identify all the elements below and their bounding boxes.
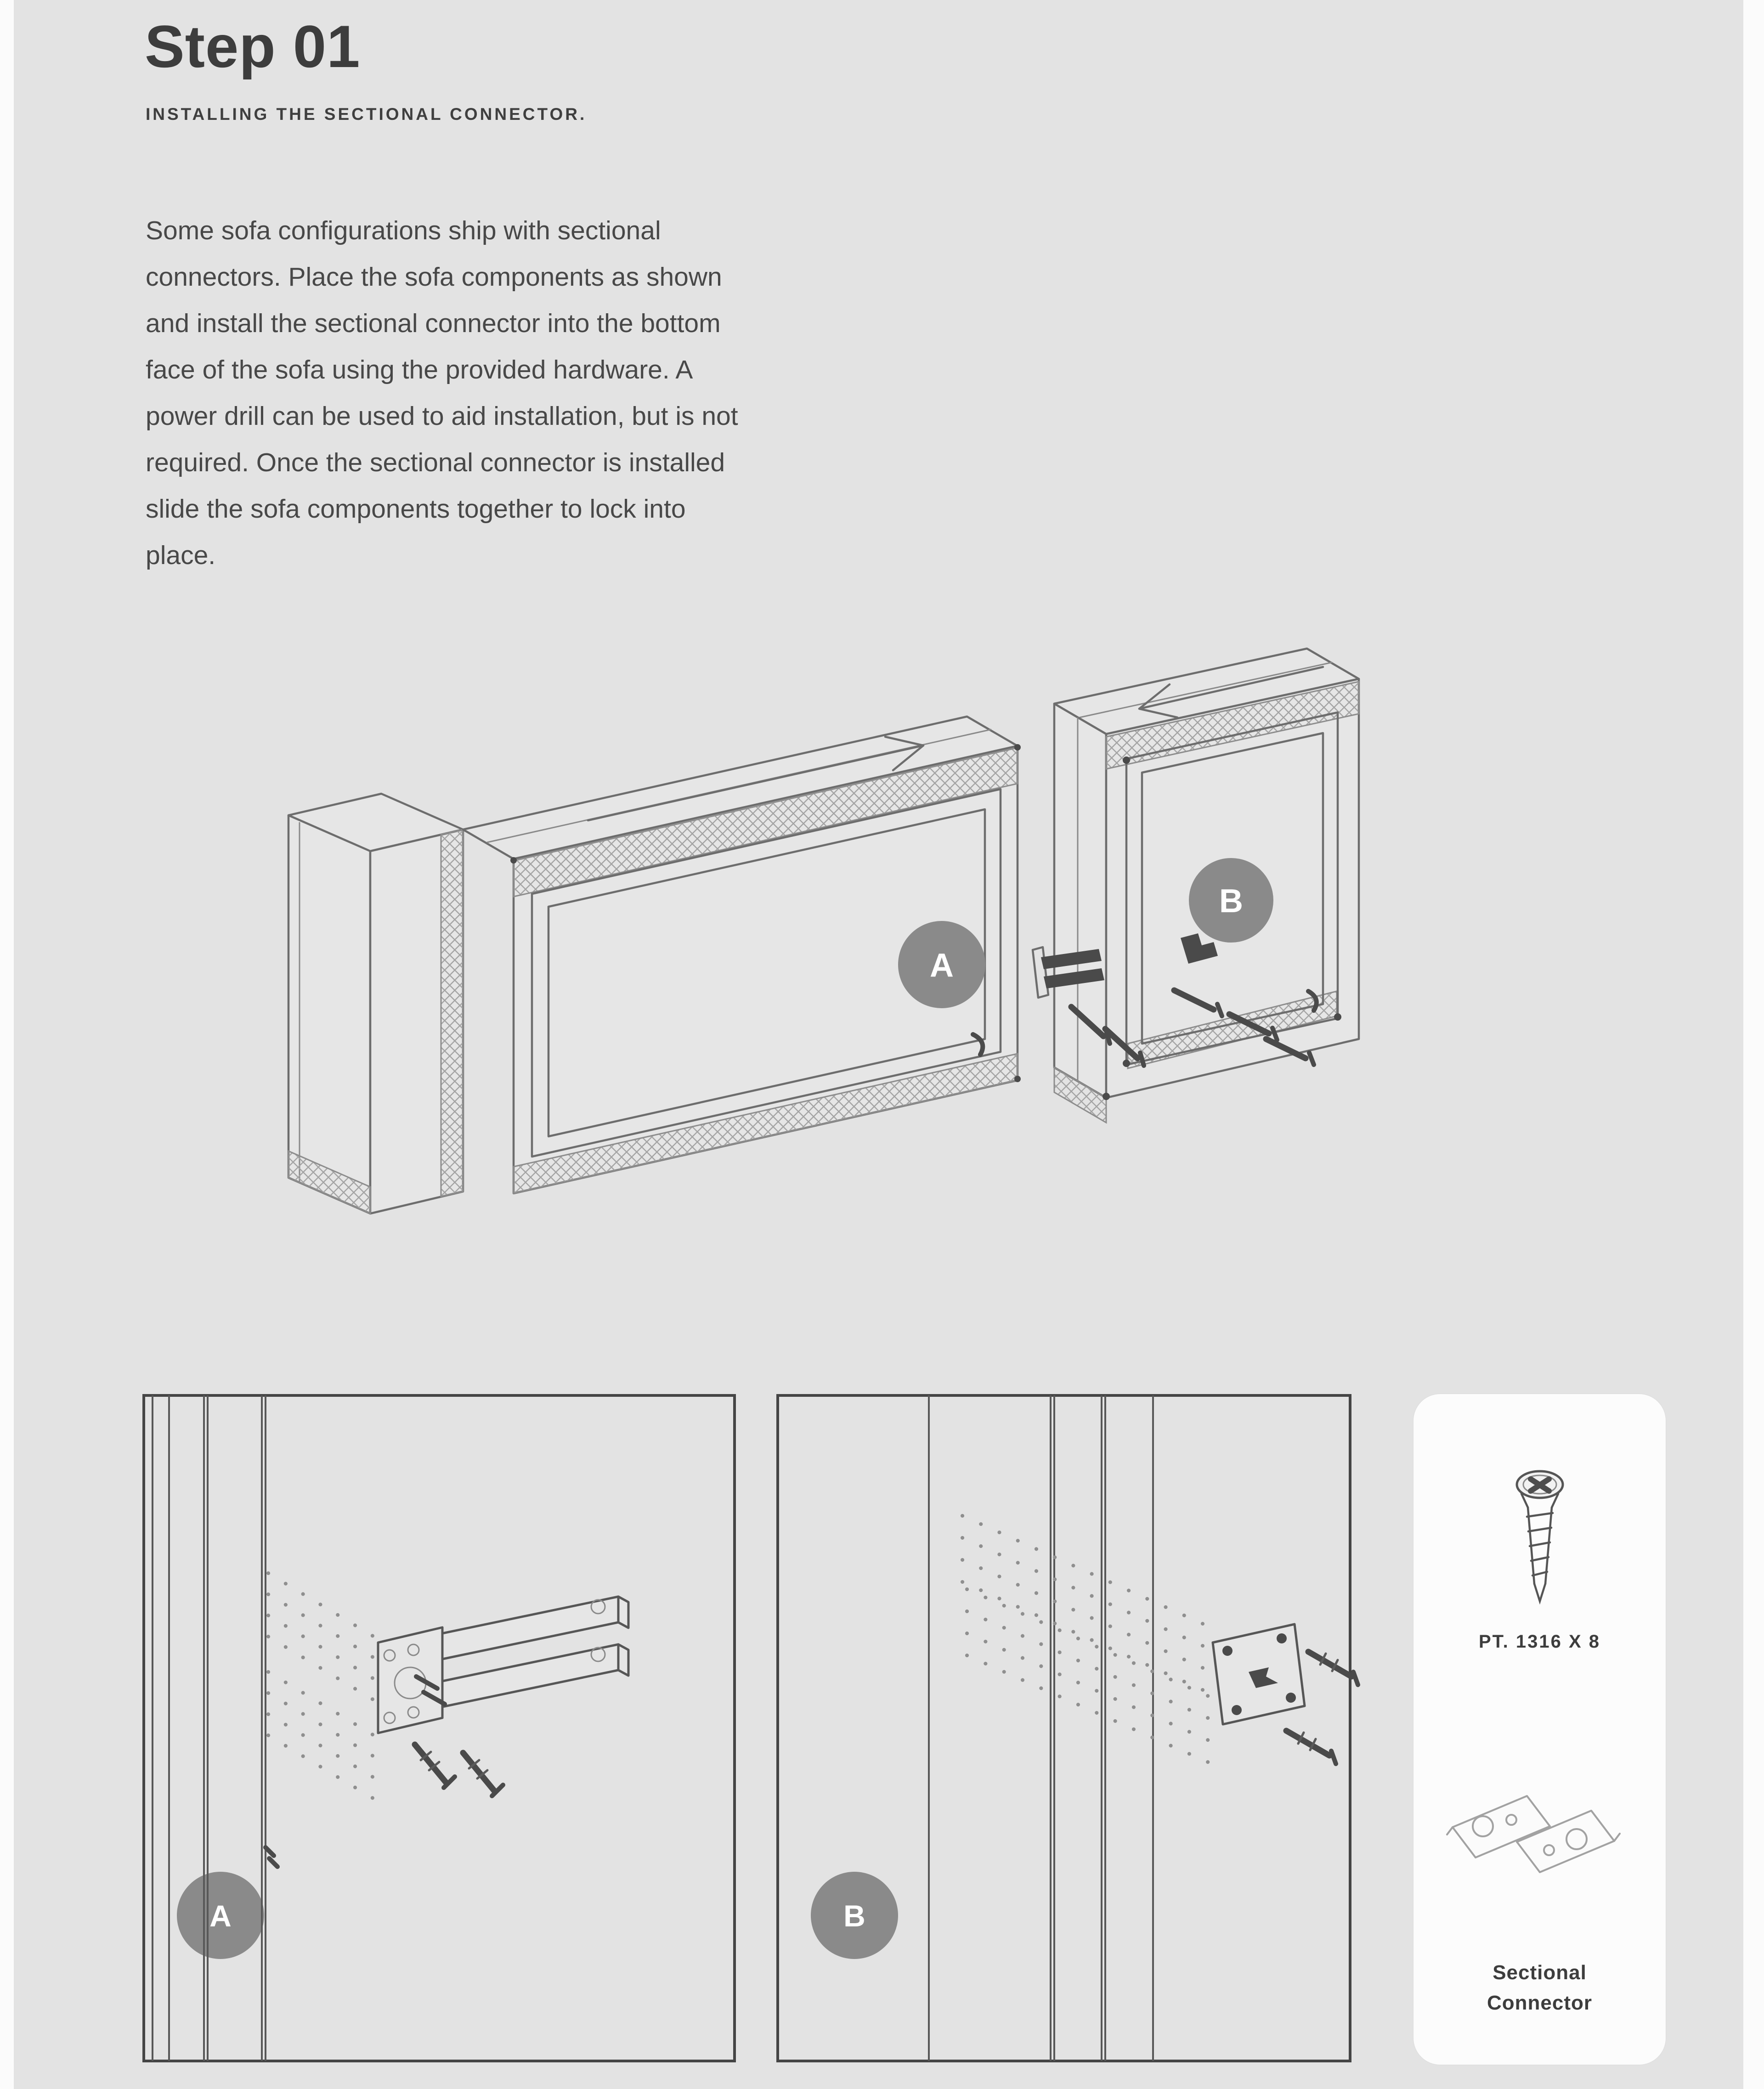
hardware-card-art	[1446, 1470, 1621, 1873]
hardware-card	[1413, 1394, 1666, 2065]
panel-b-frame-lines	[928, 1395, 1154, 2061]
step-title: Step 01	[145, 13, 361, 80]
component-a-badge: A	[898, 921, 985, 1008]
panel-b-alignment-dots	[961, 1514, 1222, 1769]
connector-hardware-detail	[1171, 933, 1316, 1067]
svg-text:A: A	[930, 947, 954, 984]
svg-text:A: A	[209, 1899, 232, 1933]
panel-a-alignment-dots	[266, 1571, 379, 1803]
panel-a-small-screw	[263, 1845, 280, 1869]
detail-panel-b: B	[776, 1394, 1360, 2062]
assembly-diagram: A B	[287, 647, 1360, 1215]
step-description: Some sofa configurations ship with secti…	[146, 216, 738, 570]
panel-a-connector-bracket	[377, 1595, 630, 1734]
svg-text:B: B	[843, 1899, 865, 1933]
detail-panel-a: A	[142, 1394, 736, 2062]
part-name: Sectional Connector	[1487, 1961, 1592, 2014]
panel-b-connector-plate	[1211, 1623, 1306, 1726]
part-number: PT. 1316 X 8	[1478, 1632, 1601, 1652]
screw-icon	[1515, 1470, 1564, 1605]
step-subtitle: INSTALLING THE SECTIONAL CONNECTOR.	[146, 105, 587, 124]
panel-a-badge	[177, 1872, 264, 1959]
panel-a-frame-lines	[152, 1395, 266, 2061]
sofa-frame-a-drawing	[287, 715, 1021, 1215]
slide-arrow-left-icon	[1138, 666, 1324, 719]
component-b-badge: B	[1189, 858, 1273, 943]
slide-arrow-right-icon	[587, 735, 925, 822]
panel-a-screws	[412, 1741, 505, 1798]
svg-text:B: B	[1219, 883, 1243, 920]
sectional-connector-in-gap	[1031, 946, 1146, 1068]
sectional-connector-icon	[1446, 1795, 1621, 1873]
panel-b-badge	[811, 1872, 898, 1959]
panel-b-screws	[1283, 1649, 1360, 1766]
